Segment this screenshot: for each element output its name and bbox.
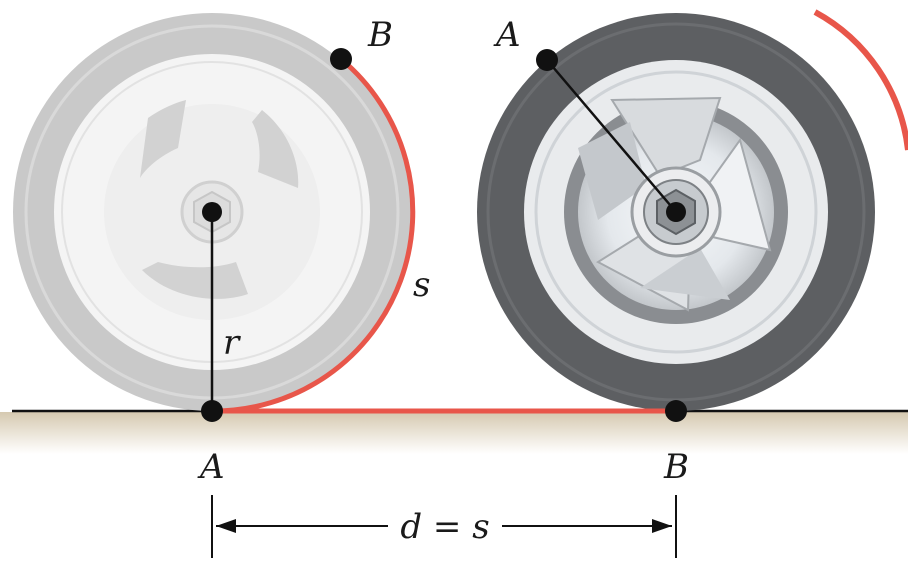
label-s: s (413, 265, 430, 305)
hub-point-left (202, 202, 222, 222)
rotation-arrow (813, 9, 908, 151)
label-B-top: B (367, 15, 393, 55)
point-B-left (330, 48, 352, 70)
dimension-arrow-left (216, 519, 236, 533)
right-radius-line (546, 59, 677, 213)
point-A-left (201, 400, 223, 422)
wheel-faded-spokes (140, 100, 299, 299)
label-A-bottom: A (197, 447, 225, 487)
label-r: r (223, 323, 241, 363)
label-d-equals-s: d = s (400, 507, 489, 547)
point-A-right (536, 49, 558, 71)
dimension-arrow-right (652, 519, 672, 533)
arc-length-s (211, 57, 416, 414)
ground-shadow (0, 412, 908, 454)
label-B-bottom: B (663, 447, 689, 487)
hub-point-right (666, 202, 686, 222)
point-B-right (665, 400, 687, 422)
label-A-top: A (493, 15, 521, 55)
